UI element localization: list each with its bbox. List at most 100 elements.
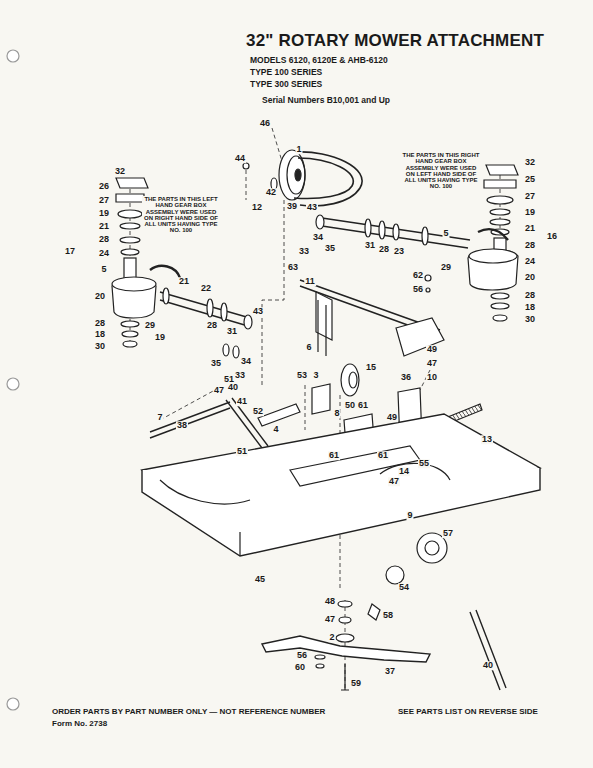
- callout-number: 57: [442, 529, 454, 538]
- callout-number: 29: [440, 263, 452, 272]
- callout-number: 14: [398, 467, 410, 476]
- callout-number: 12: [251, 203, 263, 212]
- callout-number: 32: [114, 167, 126, 176]
- callout-number: 17: [64, 247, 76, 256]
- callout-number: 36: [400, 373, 412, 382]
- callout-number: 3: [312, 371, 319, 380]
- callout-number: 2: [328, 633, 335, 642]
- callout-number: 61: [377, 451, 389, 460]
- callout-number: 39: [286, 202, 298, 211]
- callout-number: 7: [156, 413, 163, 422]
- callout-number: 47: [213, 386, 225, 395]
- callout-number: 8: [333, 409, 340, 418]
- callout-number: 62: [412, 271, 424, 280]
- assembly-note: THE PARTS IN THIS LEFT HAND GEAR BOX ASS…: [142, 196, 220, 234]
- callout-number: 44: [234, 154, 246, 163]
- callout-number: 21: [178, 277, 190, 286]
- callout-number: 21: [98, 222, 110, 231]
- callout-number: 53: [296, 371, 308, 380]
- header-text: Serial Numbers B10,001 and Up: [262, 96, 390, 105]
- callout-number: 61: [328, 451, 340, 460]
- callout-number: 28: [524, 241, 536, 250]
- callout-number: 32: [524, 158, 536, 167]
- footer-note: ORDER PARTS BY PART NUMBER ONLY — NOT RE…: [52, 708, 325, 716]
- callout-number: 13: [481, 435, 493, 444]
- callout-number: 20: [524, 273, 536, 282]
- callout-number: 31: [364, 241, 376, 250]
- callout-number: 56: [296, 651, 308, 660]
- callout-number: 21: [524, 224, 536, 233]
- callout-number: 40: [227, 383, 239, 392]
- callout-number: 22: [200, 284, 212, 293]
- callout-number: 5: [100, 265, 107, 274]
- callout-number: 28: [98, 235, 110, 244]
- callout-number: 24: [98, 249, 110, 258]
- assembly-note: THE PARTS IN THIS RIGHT HAND GEAR BOX AS…: [402, 152, 480, 190]
- callout-number: 18: [524, 303, 536, 312]
- callout-number: 28: [94, 319, 106, 328]
- callout-number: 4: [272, 425, 279, 434]
- callout-number: 46: [259, 119, 271, 128]
- callout-number: 19: [98, 209, 110, 218]
- callout-number: 23: [393, 247, 405, 256]
- callout-number: 49: [426, 345, 438, 354]
- callout-number: 58: [382, 611, 394, 620]
- header-text: TYPE 100 SERIES: [250, 68, 322, 77]
- callout-number: 30: [524, 315, 536, 324]
- callout-number: 51: [236, 447, 248, 456]
- callout-number: 47: [324, 615, 336, 624]
- callout-number: 28: [524, 291, 536, 300]
- callout-number: 27: [524, 192, 536, 201]
- callout-number: 34: [240, 357, 252, 366]
- callout-number: 15: [365, 363, 377, 372]
- callout-number: 28: [378, 245, 390, 254]
- callout-number: 42: [265, 188, 277, 197]
- callout-number: 33: [298, 247, 310, 256]
- header-text: TYPE 300 SERIES: [250, 80, 322, 89]
- callout-number: 55: [418, 459, 430, 468]
- callout-number: 33: [234, 371, 246, 380]
- callout-number: 18: [94, 330, 106, 339]
- callout-number: 31: [226, 327, 238, 336]
- callout-number: 20: [94, 292, 106, 301]
- callout-number: 34: [312, 233, 324, 242]
- callout-number: 9: [406, 511, 413, 520]
- callout-number: 28: [206, 321, 218, 330]
- callout-number: 19: [524, 208, 536, 217]
- callout-number: 35: [210, 359, 222, 368]
- callout-number: 40: [482, 661, 494, 670]
- callout-number: 61: [357, 401, 369, 410]
- callout-number: 37: [384, 667, 396, 676]
- callout-number: 5: [442, 229, 449, 238]
- callout-number: 54: [398, 583, 410, 592]
- callout-number: 41: [236, 397, 248, 406]
- callout-number: 43: [306, 203, 318, 212]
- callout-number: 49: [386, 413, 398, 422]
- callout-number: 43: [252, 307, 264, 316]
- callout-number: 27: [98, 196, 110, 205]
- callout-number: 30: [94, 342, 106, 351]
- callout-number: 45: [254, 575, 266, 584]
- callout-number: 10: [426, 373, 438, 382]
- callout-number: 60: [294, 663, 306, 672]
- header-text: MODELS 6120, 6120E & AHB-6120: [250, 56, 388, 65]
- callout-number: 63: [287, 263, 299, 272]
- callout-number: 24: [524, 257, 536, 266]
- callout-number: 26: [98, 182, 110, 191]
- footer-note: SEE PARTS LIST ON REVERSE SIDE: [398, 708, 538, 716]
- callout-number: 19: [154, 333, 166, 342]
- callout-number: 11: [304, 277, 316, 286]
- callout-number: 52: [252, 407, 264, 416]
- callout-number: 59: [350, 679, 362, 688]
- callout-number: 48: [324, 597, 336, 606]
- callout-number: 56: [412, 285, 424, 294]
- page-title: 32" ROTARY MOWER ATTACHMENT: [246, 32, 544, 50]
- callout-number: 50: [344, 401, 356, 410]
- callout-number: 47: [426, 359, 438, 368]
- callout-number: 38: [176, 421, 188, 430]
- callout-number: 6: [305, 343, 312, 352]
- callout-number: 25: [524, 175, 536, 184]
- callout-number: 16: [546, 232, 558, 241]
- callout-number: 1: [295, 145, 302, 154]
- callout-number: 29: [144, 321, 156, 330]
